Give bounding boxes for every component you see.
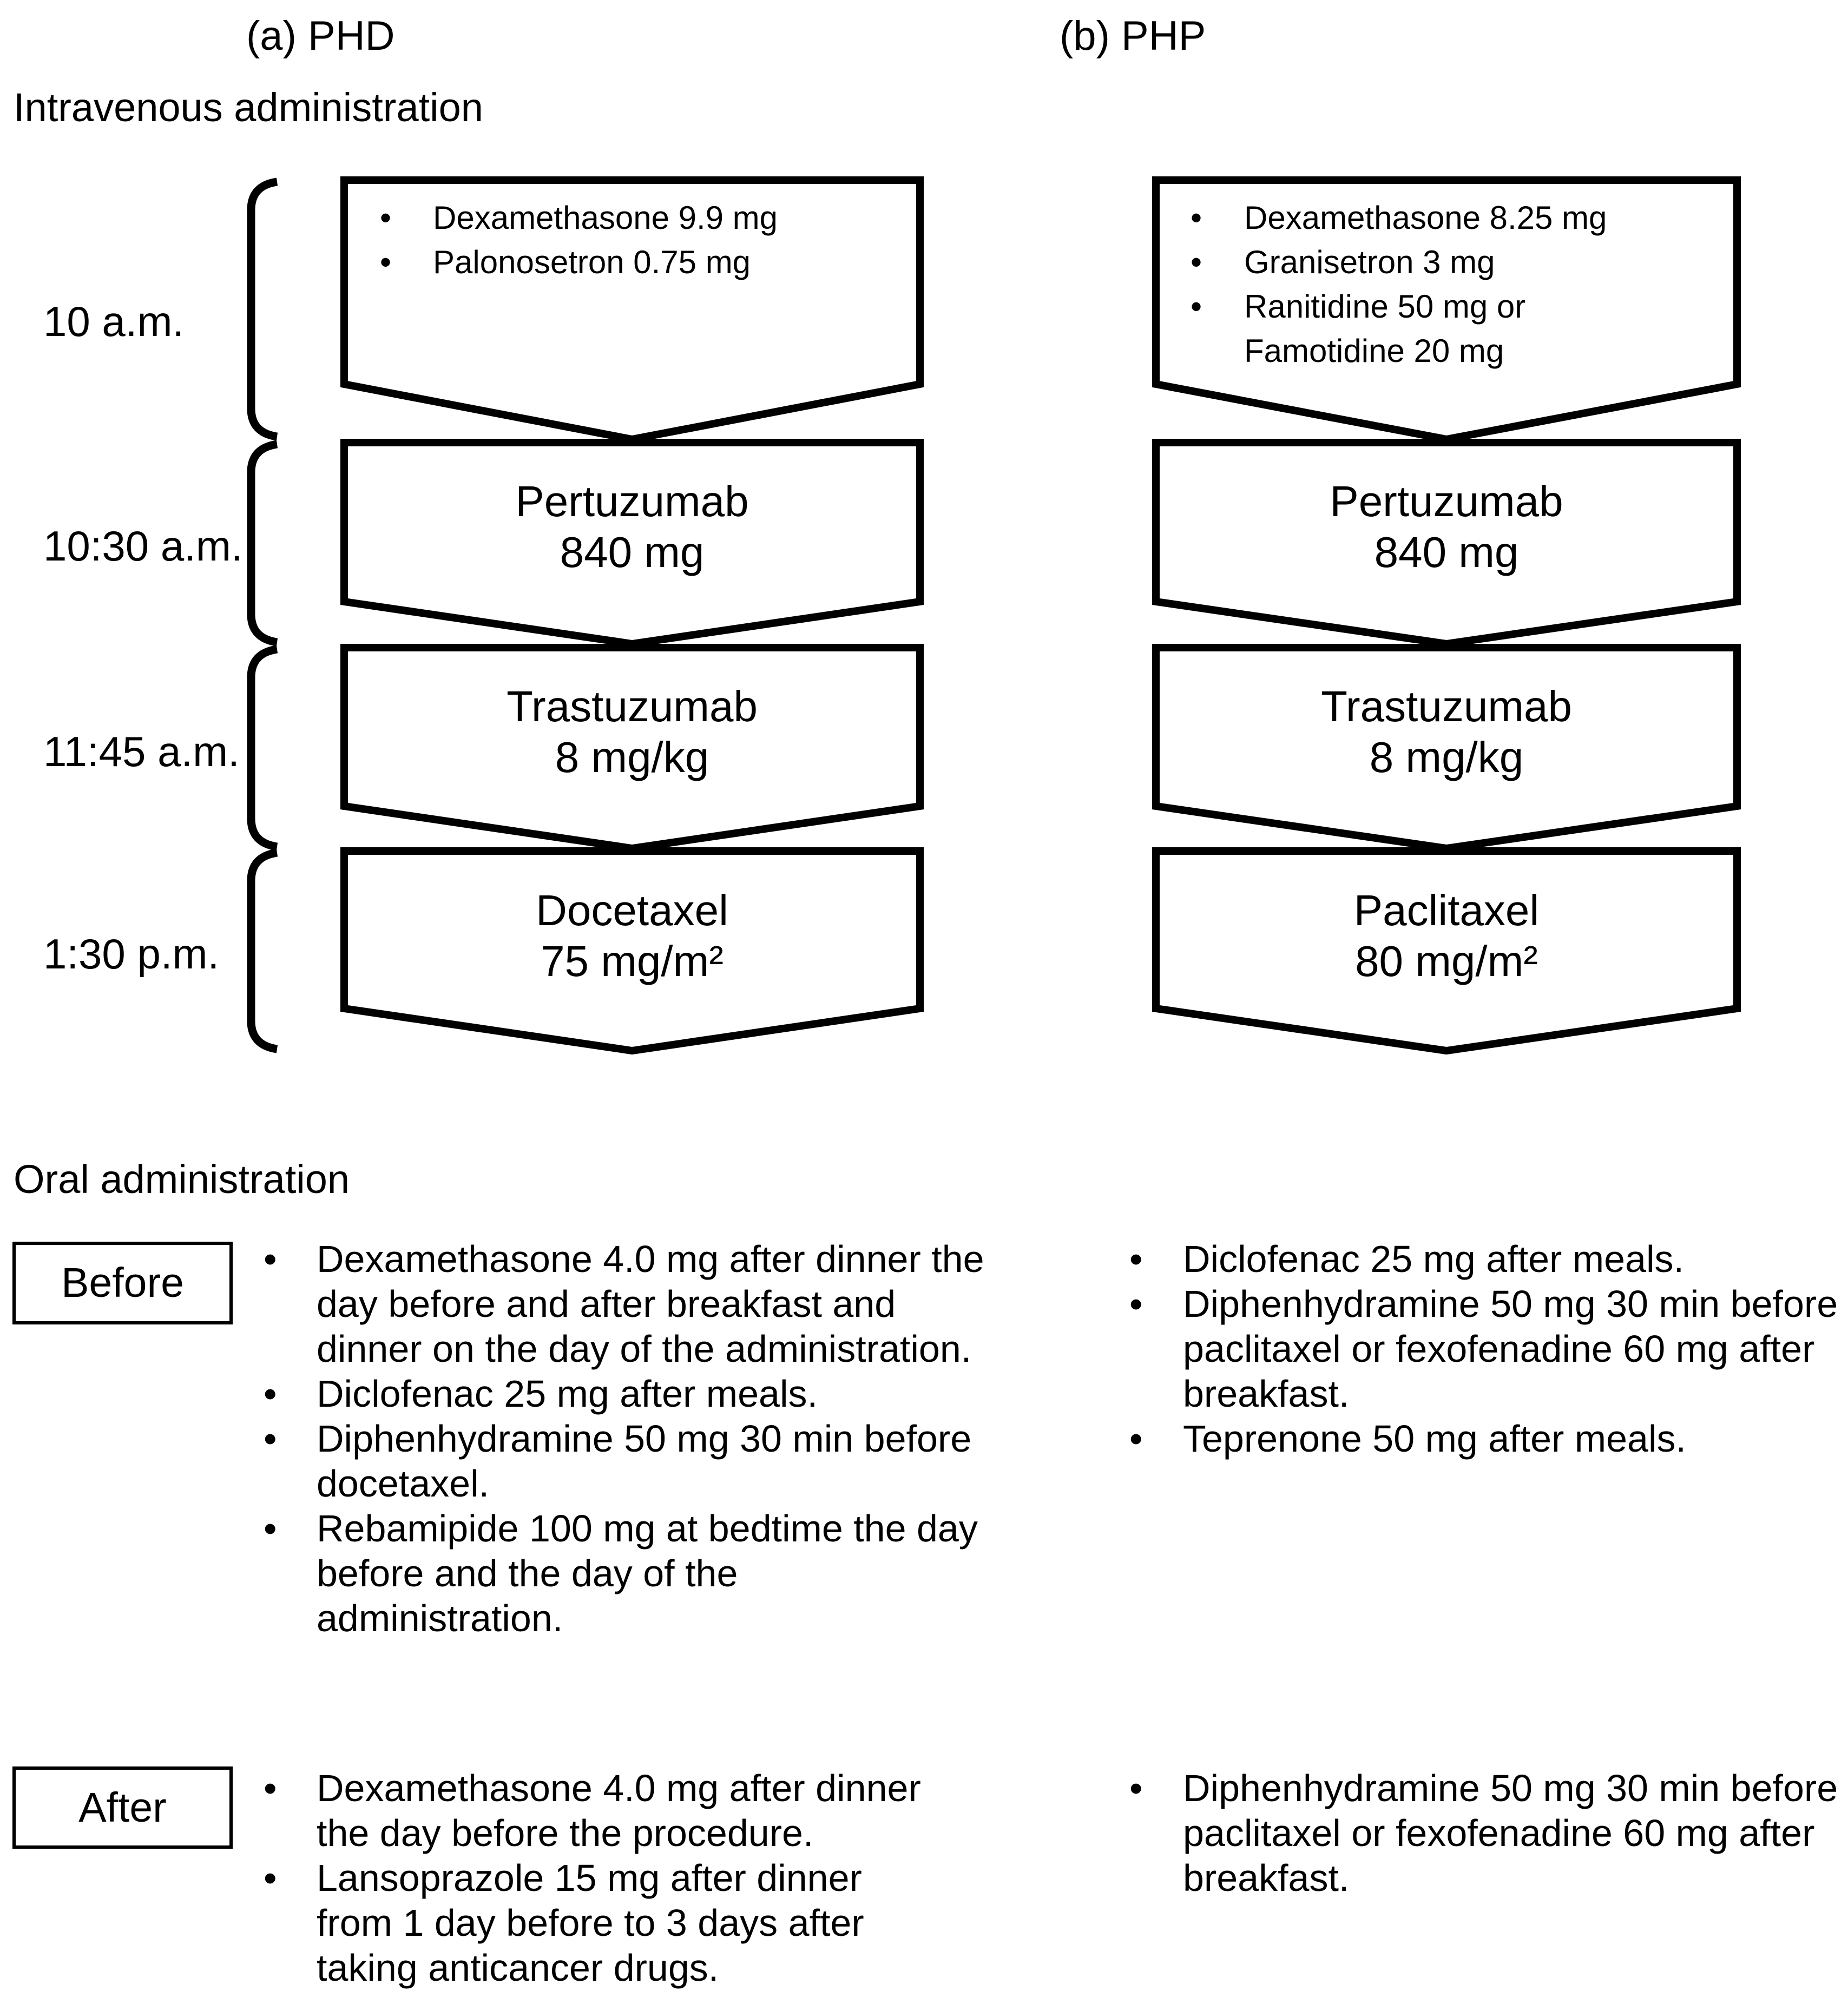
oral-before-phd-list: • Dexamethasone 4.0 mg after dinner the … <box>249 1237 1028 1641</box>
drug-dose: 8 mg/kg <box>1369 733 1524 781</box>
oral-item-text: Dexamethasone 4.0 mg after dinner the da… <box>317 1238 984 1370</box>
drug-dose: 80 mg/m² <box>1355 937 1538 985</box>
phd-docetaxel-box-shape <box>340 847 924 1055</box>
bullet-icon: • <box>1191 244 1202 280</box>
bullet-icon: • <box>1129 1238 1143 1280</box>
premed-text: Dexamethasone 8.25 mg <box>1244 200 1607 236</box>
time-label-130pm: 1:30 p.m. <box>43 930 220 978</box>
premed-text: Palonosetron 0.75 mg <box>433 244 751 280</box>
drug-name: Docetaxel <box>536 886 728 934</box>
php-step-trastuzumab: Trastuzumab 8 mg/kg <box>1156 681 1737 783</box>
bullet-icon: • <box>1191 288 1202 325</box>
bullet-icon: • <box>1129 1283 1143 1325</box>
premed-text: Dexamethasone 9.9 mg <box>433 200 778 236</box>
bullet-icon: • <box>264 1507 277 1550</box>
bullet-icon: • <box>1129 1767 1143 1809</box>
php-step-paclitaxel: Paclitaxel 80 mg/m² <box>1156 885 1737 987</box>
phd-pertuzumab-box-shape <box>340 439 924 648</box>
php-premed-list: • Dexamethasone 8.25 mg • Granisetron 3 … <box>1156 196 1737 373</box>
oral-after-php-list: • Diphenhydramine 50 mg 30 min before pa… <box>1115 1766 1848 1901</box>
bullet-icon: • <box>264 1418 277 1460</box>
list-item: • Ranitidine 50 mg or <box>1156 285 1737 329</box>
time-bracket-130pm <box>247 848 278 1053</box>
php-paclitaxel-box-shape <box>1152 847 1741 1055</box>
premed-text: Granisetron 3 mg <box>1244 244 1495 280</box>
php-premed-box-shape <box>1152 176 1741 444</box>
oral-item-text: Diclofenac 25 mg after meals. <box>1183 1238 1684 1280</box>
iv-section-label: Intravenous administration <box>14 85 483 130</box>
oral-item-text: Rebamipide 100 mg at bedtime the day bef… <box>317 1507 978 1639</box>
list-item: • Dexamethasone 4.0 mg after dinner the … <box>249 1237 1028 1372</box>
time-label-10am: 10 a.m. <box>43 298 185 345</box>
after-tag-box: After <box>12 1766 233 1849</box>
php-pertuzumab-box-shape <box>1152 439 1741 648</box>
bullet-icon: • <box>264 1767 277 1809</box>
oral-item-text: Diphenhydramine 50 mg 30 min before pacl… <box>1183 1283 1838 1415</box>
drug-dose: 840 mg <box>1374 528 1519 576</box>
list-item: • Palonosetron 0.75 mg <box>344 240 920 285</box>
list-item: • Rebamipide 100 mg at bedtime the day b… <box>249 1506 1028 1641</box>
bullet-icon: • <box>264 1238 277 1280</box>
list-item: • Dexamethasone 9.9 mg <box>344 196 920 240</box>
bullet-spacer <box>1156 329 1244 373</box>
premed-text: Ranitidine 50 mg or <box>1244 288 1526 325</box>
list-item-continuation: Famotidine 20 mg <box>1156 329 1737 373</box>
oral-item-text: Diclofenac 25 mg after meals. <box>317 1373 818 1415</box>
time-label-1145am: 11:45 a.m. <box>43 728 240 775</box>
bullet-icon: • <box>264 1373 277 1415</box>
phd-trastuzumab-box-shape <box>340 644 924 853</box>
list-item: • Granisetron 3 mg <box>1156 240 1737 285</box>
oral-item-text: Lansoprazole 15 mg after dinner from 1 d… <box>317 1857 864 1989</box>
drug-dose: 75 mg/m² <box>541 937 724 985</box>
bullet-icon: • <box>1129 1418 1143 1460</box>
list-item: • Diphenhydramine 50 mg 30 min before pa… <box>1115 1282 1848 1416</box>
phd-premed-box-shape <box>340 176 924 444</box>
before-label: Before <box>61 1260 184 1306</box>
list-item: • Diphenhydramine 50 mg 30 min before pa… <box>1115 1766 1848 1901</box>
oral-item-text: Diphenhydramine 50 mg 30 min before doce… <box>317 1418 972 1505</box>
php-step-pertuzumab: Pertuzumab 840 mg <box>1156 476 1737 578</box>
phd-step-pertuzumab: Pertuzumab 840 mg <box>344 476 920 578</box>
list-item: • Dexamethasone 8.25 mg <box>1156 196 1737 240</box>
drug-name: Pertuzumab <box>515 477 749 525</box>
time-bracket-1030am <box>247 440 278 647</box>
bullet-icon: • <box>1191 200 1202 236</box>
list-item: • Diclofenac 25 mg after meals. <box>249 1372 1028 1416</box>
time-bracket-10am <box>247 177 278 441</box>
drug-dose: 840 mg <box>560 528 705 576</box>
oral-section-label: Oral administration <box>14 1157 350 1202</box>
list-item: • Dexamethasone 4.0 mg after dinner the … <box>249 1766 1028 1856</box>
oral-item-text: Diphenhydramine 50 mg 30 min before pacl… <box>1183 1767 1838 1899</box>
oral-after-phd-list: • Dexamethasone 4.0 mg after dinner the … <box>249 1766 1028 1990</box>
list-item: • Diclofenac 25 mg after meals. <box>1115 1237 1848 1282</box>
drug-name: Pertuzumab <box>1330 477 1563 525</box>
drug-name: Trastuzumab <box>1321 682 1572 730</box>
phd-premed-list: • Dexamethasone 9.9 mg • Palonosetron 0.… <box>344 196 920 285</box>
bullet-icon: • <box>380 244 392 280</box>
oral-item-text: Teprenone 50 mg after meals. <box>1183 1418 1686 1460</box>
drug-name: Trastuzumab <box>507 682 758 730</box>
list-item: • Teprenone 50 mg after meals. <box>1115 1416 1848 1461</box>
phd-step-docetaxel: Docetaxel 75 mg/m² <box>344 885 920 987</box>
oral-before-php-list: • Diclofenac 25 mg after meals. • Diphen… <box>1115 1237 1848 1461</box>
oral-item-text: Dexamethasone 4.0 mg after dinner the da… <box>317 1767 921 1854</box>
list-item: • Diphenhydramine 50 mg 30 min before do… <box>249 1416 1028 1506</box>
drug-name: Paclitaxel <box>1353 886 1540 934</box>
bullet-icon: • <box>380 200 392 236</box>
premed-text: Famotidine 20 mg <box>1244 333 1504 369</box>
phd-step-trastuzumab: Trastuzumab 8 mg/kg <box>344 681 920 783</box>
time-bracket-1145am <box>247 645 278 851</box>
before-tag-box: Before <box>12 1242 233 1324</box>
time-label-1030am: 10:30 a.m. <box>43 522 243 570</box>
column-header-phd: (a) PHD <box>246 13 395 59</box>
drug-dose: 8 mg/kg <box>555 733 709 781</box>
php-trastuzumab-box-shape <box>1152 644 1741 853</box>
bullet-icon: • <box>264 1857 277 1899</box>
after-label: After <box>78 1784 167 1831</box>
column-header-php: (b) PHP <box>1060 13 1206 59</box>
list-item: • Lansoprazole 15 mg after dinner from 1… <box>249 1856 1028 1990</box>
